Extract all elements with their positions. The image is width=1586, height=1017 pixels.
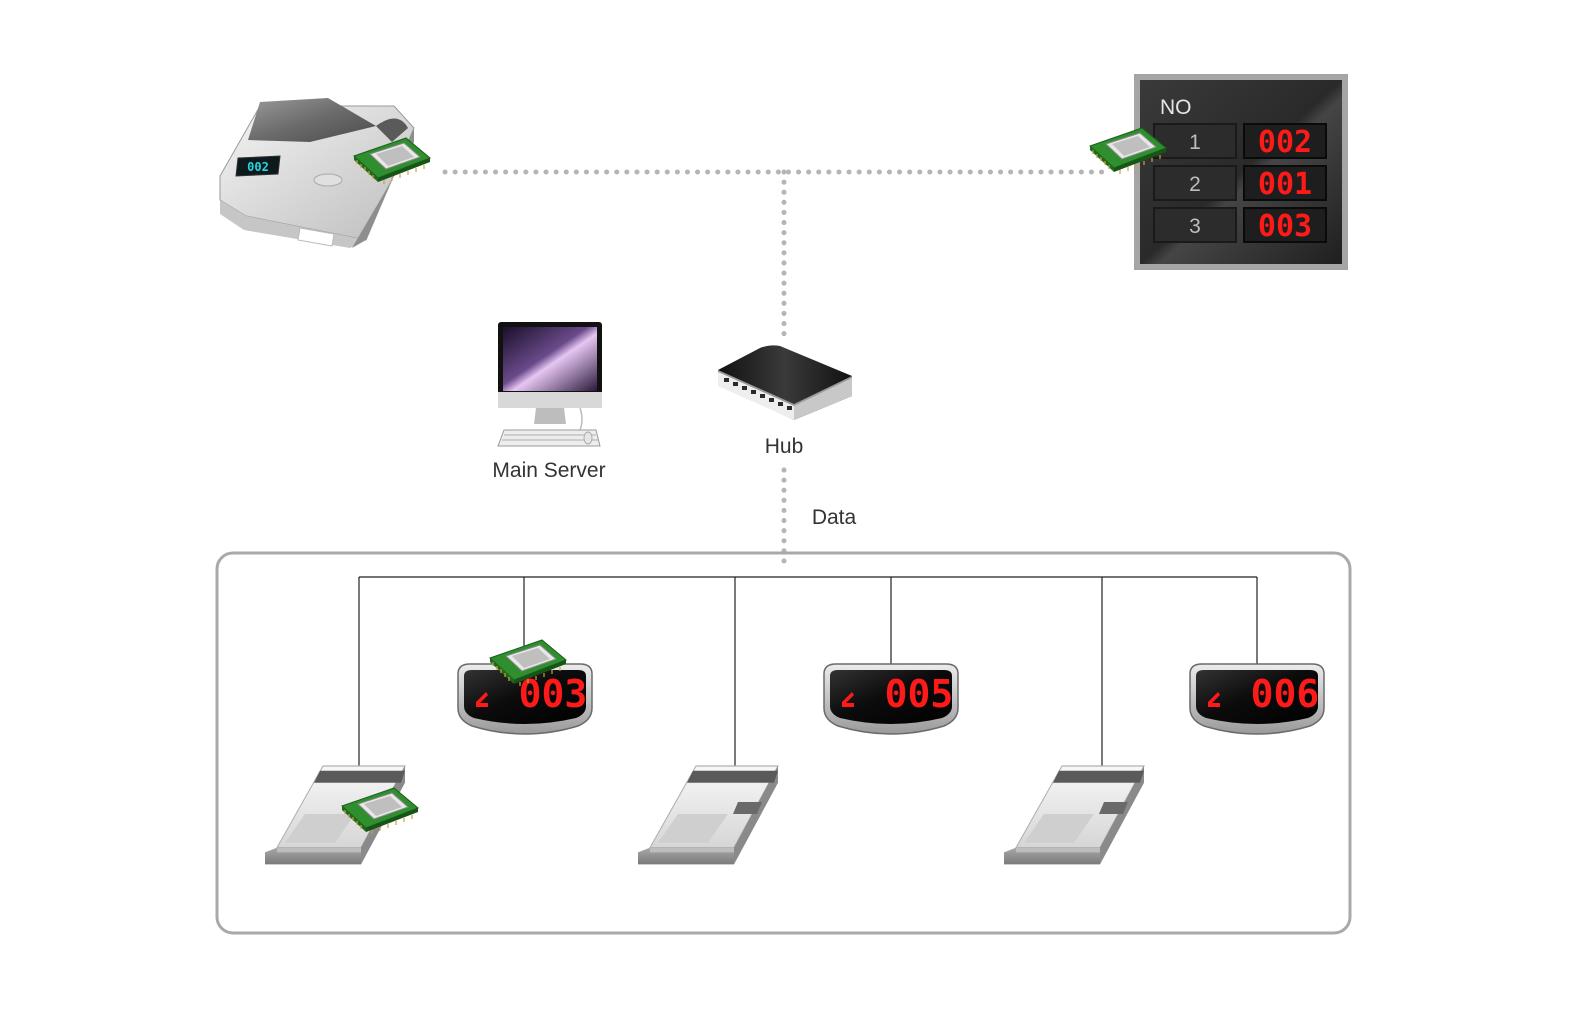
caller-keypad <box>637 765 779 866</box>
hub-device <box>718 345 852 420</box>
main-display-row-value: 002 <box>1258 125 1312 160</box>
main-display-board: NO 1 002 2 001 3 003 <box>1134 74 1348 270</box>
ticket-dispenser: 002 <box>219 98 415 248</box>
main-display-row-value: 003 <box>1258 209 1312 244</box>
main-display-row-value: 001 <box>1258 167 1312 202</box>
counter-display: 003 <box>457 663 593 735</box>
data-label: Data <box>812 506 857 529</box>
ticket-dispenser-display: 002 <box>247 160 269 174</box>
counter-display-number: 005 <box>885 672 954 716</box>
main-display-row-no: 3 <box>1189 215 1201 238</box>
bus-lines <box>358 576 1258 770</box>
counter-display-number: 003 <box>519 672 588 716</box>
main-display-row: 1 002 <box>1153 123 1327 160</box>
main-server-computer <box>497 322 602 447</box>
caller-keypad <box>1003 765 1145 866</box>
main-display-row: 2 001 <box>1153 165 1327 202</box>
main-display-row-no: 2 <box>1189 173 1201 196</box>
main-display-row-no: 1 <box>1189 131 1201 154</box>
counter-display: 006 <box>1189 663 1325 735</box>
hub-label: Hub <box>765 435 804 458</box>
counter-display: 005 <box>823 663 959 735</box>
counter-group-frame <box>215 551 1352 935</box>
main-display-row: 3 003 <box>1153 207 1327 244</box>
main-server-label: Main Server <box>492 459 605 482</box>
main-display-header: NO <box>1160 96 1192 119</box>
counter-display-number: 006 <box>1251 672 1320 716</box>
